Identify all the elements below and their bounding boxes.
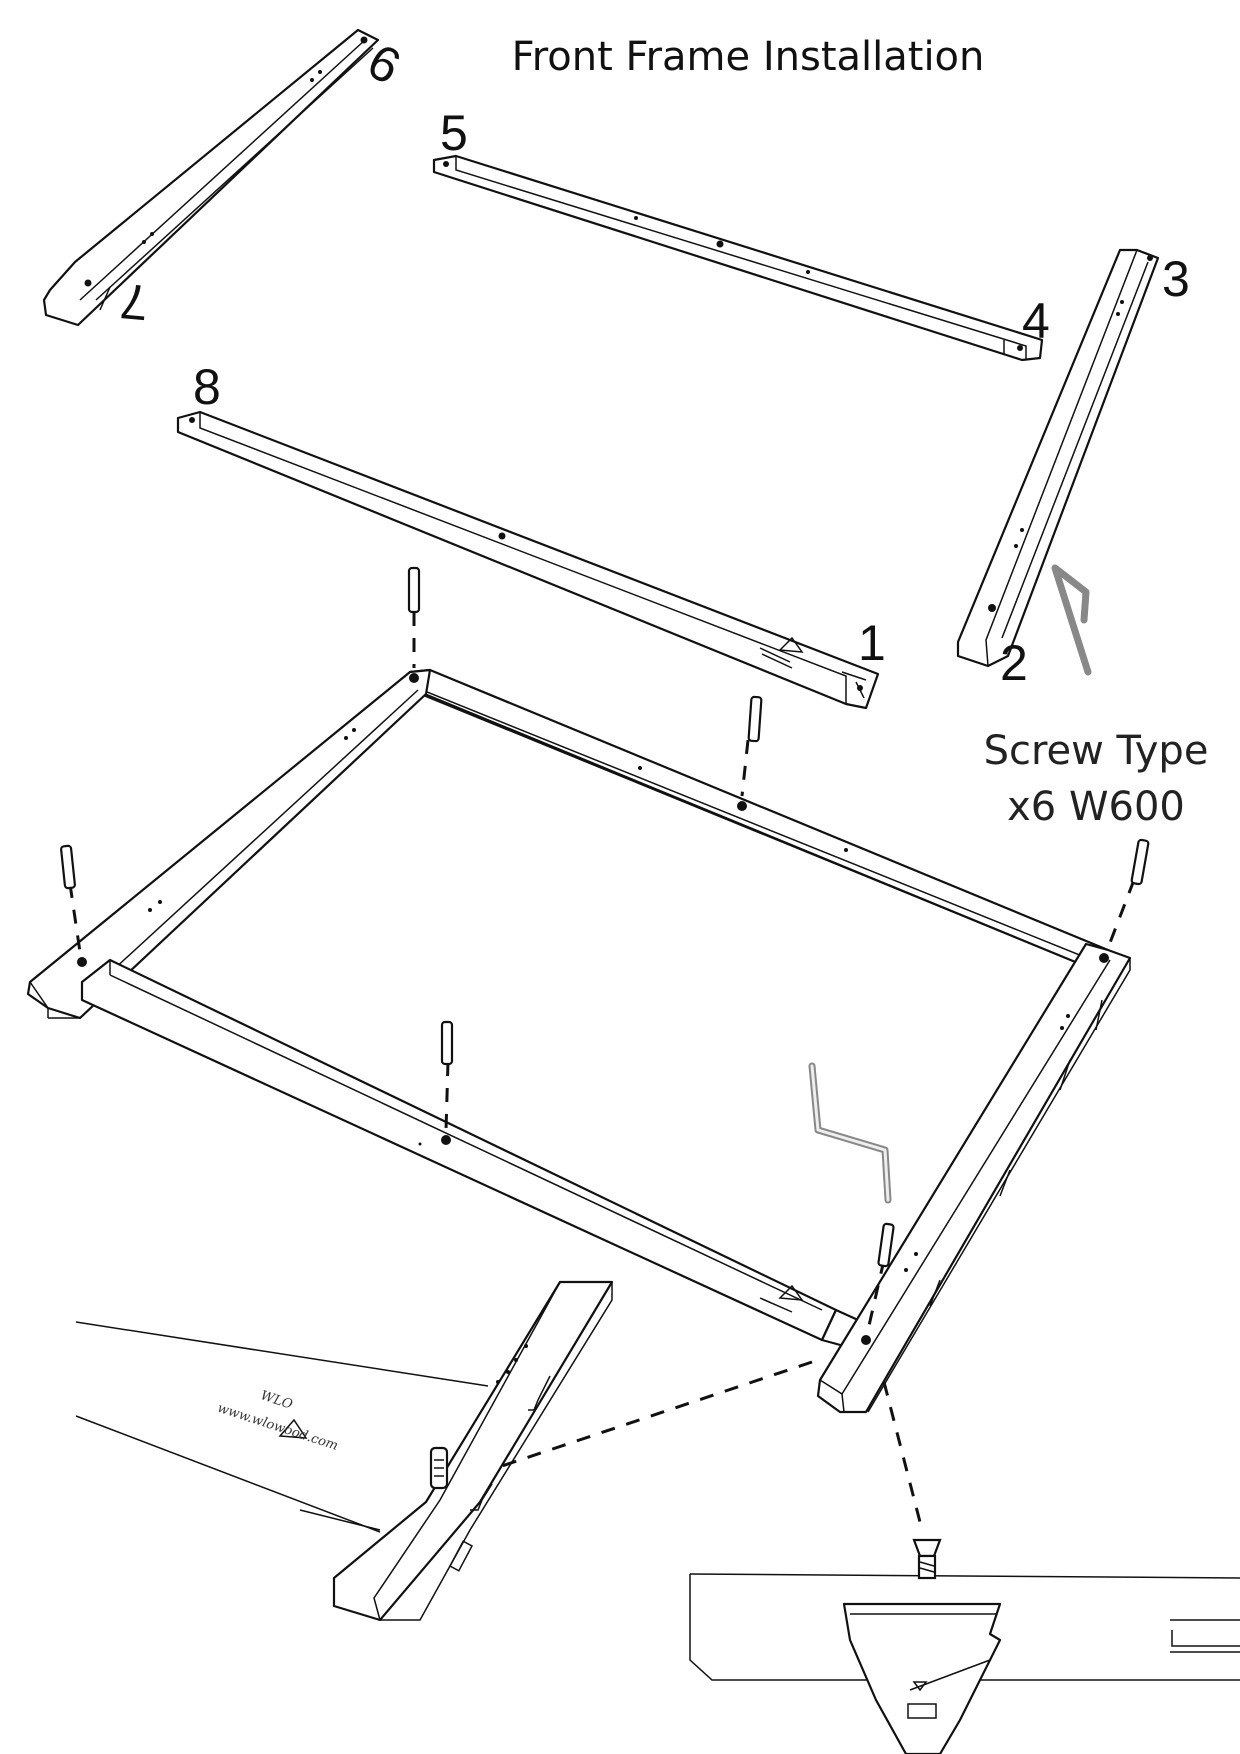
screw-guides bbox=[68, 612, 1136, 1523]
callout-3: 3 bbox=[1162, 251, 1190, 307]
callout-8: 8 bbox=[193, 359, 221, 415]
page-title: Front Frame Installation bbox=[512, 34, 985, 80]
detail-screw-side-view bbox=[689, 1538, 1240, 1754]
screw-quantity-label: x6 W600 bbox=[1007, 784, 1185, 830]
screw-type-label: Screw Type bbox=[984, 728, 1209, 774]
callout-2: 2 bbox=[1000, 635, 1028, 691]
screws bbox=[60, 566, 1150, 1268]
callout-4: 4 bbox=[1022, 293, 1050, 349]
rail-part-5-4 bbox=[432, 154, 1044, 362]
hex-key-icon bbox=[808, 564, 1092, 1204]
rail-part-8-1 bbox=[176, 410, 880, 710]
brand-logo-letters: WLO bbox=[259, 1388, 295, 1412]
assembled-frame bbox=[26, 668, 1132, 1414]
callout-7: 7 bbox=[118, 273, 151, 331]
rail-part-3-2 bbox=[956, 248, 1160, 668]
callout-5: 5 bbox=[440, 105, 468, 161]
detail-corner-joint: WLO www.wlowood.com bbox=[75, 1280, 614, 1622]
rail-part-6-7 bbox=[42, 28, 380, 327]
callout-1: 1 bbox=[858, 615, 886, 671]
